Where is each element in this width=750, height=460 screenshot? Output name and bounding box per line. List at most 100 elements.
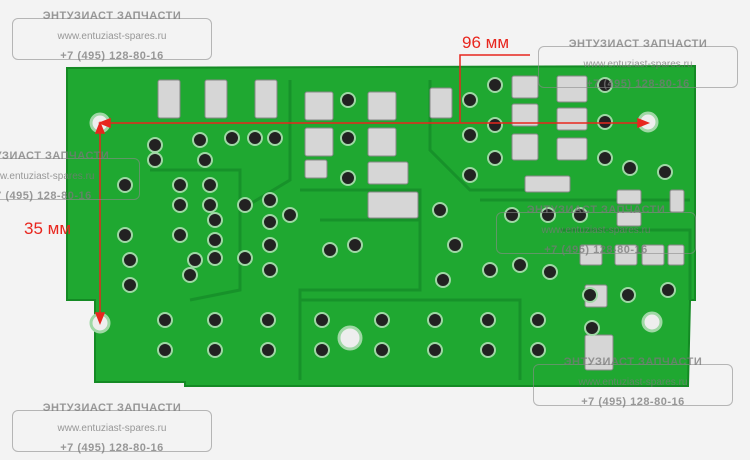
watermark-phone: +7 (495) 128-80-16 (0, 190, 92, 202)
solder-joint (487, 77, 503, 93)
solder-pad (641, 244, 665, 266)
solder-pad (157, 79, 181, 119)
watermark: ЭНТУЗИАСТ ЗАПЧАСТИ www.entuziast-spares.… (12, 402, 212, 460)
solder-joint (182, 267, 198, 283)
watermark-website: www.entuziast-spares.ru (578, 377, 688, 388)
solder-joint (262, 237, 278, 253)
copper-trace (150, 168, 242, 302)
solder-joint (435, 272, 451, 288)
watermark: ЭНТУЗИАСТ ЗАПЧАСТИ www.entuziast-spares.… (538, 38, 738, 96)
solder-pad (667, 244, 685, 266)
solder-joint (187, 252, 203, 268)
solder-joint (462, 127, 478, 143)
solder-joint (207, 232, 223, 248)
solder-pad (616, 189, 642, 205)
solder-joint (202, 197, 218, 213)
watermark-phone: +7 (495) 128-80-16 (586, 78, 690, 90)
copper-trace (560, 228, 692, 300)
copper-trace (239, 80, 292, 212)
watermark: ЭНТУЗИАСТ ЗАПЧАСТИ www.entuziast-spares.… (533, 356, 733, 414)
solder-joint (432, 202, 448, 218)
watermark-website: www.entuziast-spares.ru (57, 423, 167, 434)
watermark: ЭНТУЗИАСТ ЗАПЧАСТИ www.entuziast-spares.… (496, 204, 696, 262)
solder-joint (147, 152, 163, 168)
pcb-traces (150, 80, 692, 380)
solder-pad (584, 334, 614, 371)
solder-joint (172, 227, 188, 243)
solder-joint (542, 264, 558, 280)
solder-joint (657, 164, 673, 180)
copper-trace (298, 188, 422, 380)
solder-joint (340, 170, 356, 186)
solder-joint (260, 342, 276, 358)
solder-joint (262, 192, 278, 208)
solder-joint (374, 342, 390, 358)
solder-pad (254, 79, 278, 119)
watermark-phone: +7 (495) 128-80-16 (581, 396, 685, 408)
solder-joint (597, 77, 613, 93)
watermark-company: ЭНТУЗИАСТ ЗАПЧАСТИ (0, 150, 110, 162)
solder-joint (462, 92, 478, 108)
solder-joint (122, 252, 138, 268)
solder-joint (207, 250, 223, 266)
solder-joint (540, 207, 556, 223)
solder-joint (224, 130, 240, 146)
solder-joint (157, 312, 173, 328)
watermark-phone: +7 (495) 128-80-16 (544, 244, 648, 256)
solder-pad (367, 191, 419, 219)
solder-joint (572, 207, 588, 223)
watermark-phone: +7 (495) 128-80-16 (60, 50, 164, 62)
solder-joint (427, 342, 443, 358)
solder-joint (207, 312, 223, 328)
center-hole (337, 325, 363, 351)
watermark-website: www.entuziast-spares.ru (57, 31, 167, 42)
solder-joint (147, 137, 163, 153)
height-dimension-label: 35 мм (24, 219, 72, 238)
solder-joint (374, 312, 390, 328)
solder-joint (207, 342, 223, 358)
watermark-phone: +7 (495) 128-80-16 (60, 442, 164, 454)
solder-joint (620, 287, 636, 303)
solder-joint (530, 312, 546, 328)
solder-joint (197, 152, 213, 168)
solder-joint (340, 92, 356, 108)
pcb-pads (117, 75, 685, 371)
watermark-website: www.entuziast-spares.ru (583, 59, 693, 70)
solder-joint (487, 117, 503, 133)
solder-joint (447, 237, 463, 253)
watermark-company: ЭНТУЗИАСТ ЗАПЧАСТИ (526, 204, 666, 216)
solder-pad (524, 175, 571, 193)
copper-trace (300, 298, 522, 380)
solder-pad (614, 244, 638, 266)
solder-joint (117, 177, 133, 193)
solder-joint (157, 342, 173, 358)
solder-pad (556, 107, 588, 131)
solder-joint (487, 150, 503, 166)
solder-pad (304, 127, 334, 157)
watermark: ЭНТУЗИАСТ ЗАПЧАСТИ www.entuziast-spares.… (12, 10, 212, 68)
watermark-company: ЭНТУЗИАСТ ЗАПЧАСТИ (42, 402, 182, 414)
watermark-company: ЭНТУЗИАСТ ЗАПЧАСТИ (563, 356, 703, 368)
solder-joint (462, 167, 478, 183)
dimension-lines (94, 54, 651, 326)
solder-pad (429, 87, 453, 119)
solder-joint (622, 160, 638, 176)
watermark-company: ЭНТУЗИАСТ ЗАПЧАСТИ (42, 10, 182, 22)
solder-pad (556, 137, 588, 161)
watermark: ЭНТУЗИАСТ ЗАПЧАСТИ www.entuziast-spares.… (0, 150, 140, 208)
solder-joint (597, 114, 613, 130)
solder-joint (314, 342, 330, 358)
solder-joint (172, 177, 188, 193)
solder-joint (207, 212, 223, 228)
solder-pad (511, 133, 539, 161)
mounting-hole (641, 311, 663, 333)
solder-joint (597, 150, 613, 166)
solder-pad (367, 91, 397, 121)
solder-pad (579, 244, 603, 266)
solder-joint (262, 214, 278, 230)
solder-joint (192, 132, 208, 148)
solder-joint (247, 130, 263, 146)
solder-pad (304, 91, 334, 121)
solder-pad (511, 75, 539, 99)
